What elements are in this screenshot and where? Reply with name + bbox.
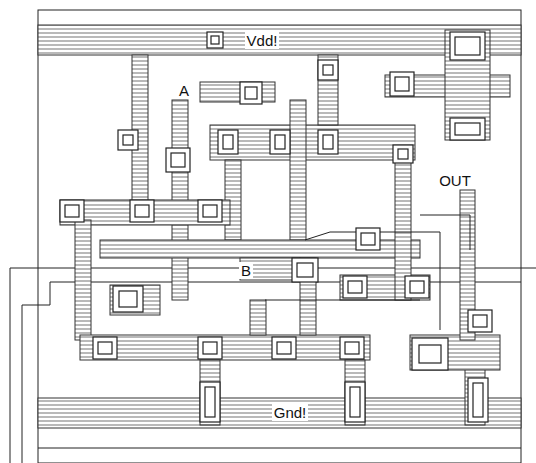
signal-label: A bbox=[177, 82, 191, 99]
signal-label: Gnd! bbox=[272, 404, 309, 421]
signal-label: B bbox=[239, 262, 253, 279]
signal-label: Vdd! bbox=[245, 32, 280, 49]
signal-label: OUT bbox=[437, 172, 473, 189]
